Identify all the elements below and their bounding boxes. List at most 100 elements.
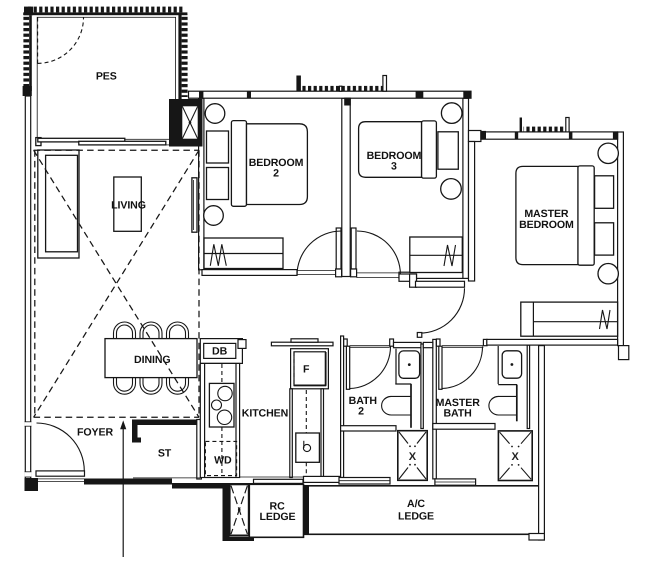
window-mullion	[415, 91, 424, 99]
dining-chair-inner	[142, 377, 160, 392]
bedroom3-right-wall	[462, 97, 470, 280]
master-wardrobe	[520, 301, 619, 337]
shaft-corner-tick	[416, 467, 427, 480]
master-side-table	[593, 222, 615, 256]
bedroom3-wardrobe-symbol	[443, 244, 457, 267]
master-bath-sink-drain	[510, 363, 514, 366]
store-room	[132, 418, 203, 480]
shaft-corner-tick	[499, 431, 511, 445]
master-bath	[432, 338, 531, 486]
window-mullion	[612, 131, 618, 140]
pes-right-comb-bar	[178, 12, 182, 99]
master-wardrobe-symbol	[598, 309, 611, 330]
room-label-masterbath-line1: MASTER	[436, 397, 481, 409]
shaft-dot	[517, 445, 520, 448]
rc-ledge-bottom-stub	[229, 536, 254, 541]
bath2-bottom-wall	[340, 425, 397, 432]
master-lamp	[597, 262, 620, 285]
master-bedroom-door	[398, 273, 466, 338]
master-bath-shaft	[497, 430, 533, 482]
left-exterior-wall	[24, 95, 32, 480]
dining-chair	[165, 321, 190, 339]
bedroom3-lamp	[440, 177, 462, 200]
room-label-bedroom2-line1: BEDROOM	[249, 157, 304, 169]
left-wall-joint-lower	[24, 471, 32, 478]
bedroom2-lamp	[203, 205, 224, 226]
master-bed	[515, 165, 579, 266]
room-label-dining: DINING	[134, 354, 170, 366]
bedroom-window-band	[187, 74, 472, 106]
bath2-window	[338, 476, 391, 485]
dining-chair	[112, 377, 137, 395]
dashed-zone-diagonal	[33, 149, 200, 418]
shaft-corner-tick	[499, 467, 511, 480]
exterior-walls	[24, 95, 259, 541]
room-label-master-line2: BEDROOM	[519, 219, 574, 231]
shaft-corner-tick	[398, 431, 409, 444]
bedroom3-door-swing-arc	[356, 230, 401, 275]
kitchen-shaft	[229, 483, 250, 537]
dining-chair-inner	[168, 324, 187, 339]
store-left-stub	[132, 425, 138, 443]
dining-chair	[139, 321, 163, 339]
bedroom3-door	[350, 227, 401, 278]
shaft-dot	[517, 464, 520, 466]
bedroom2-side-table	[205, 166, 230, 201]
bath2-door-hinge-cap	[343, 338, 348, 347]
right-exterior-wall	[537, 345, 545, 541]
label-washer-dryer: WD	[214, 454, 232, 466]
hob-burner	[216, 409, 233, 426]
labels: PES LIVING DINING FOYER KITCHEN ST BEDRO…	[77, 70, 574, 522]
bath-gap-wall	[422, 341, 434, 349]
dining-chair	[139, 377, 163, 395]
coffee-table	[113, 176, 142, 232]
room-label-master-line1: MASTER	[524, 208, 569, 220]
rc-ledge-left-wall	[222, 488, 230, 541]
shaft-dot	[409, 463, 411, 466]
bedroom3-door-hinge-cap	[350, 268, 358, 278]
kitchen-shaft-dot	[237, 508, 241, 512]
store-left-step	[137, 437, 141, 443]
kitchen-top-counter-bar2	[290, 338, 319, 343]
window-mullion	[514, 131, 519, 140]
divider-wall	[341, 97, 351, 278]
right-wall-bottom-stub	[528, 532, 545, 541]
foyer	[35, 420, 127, 557]
master-bath-bottom-wall	[432, 422, 496, 430]
master-right-wall-cap	[617, 345, 630, 361]
bedroom3-lamp	[440, 102, 463, 125]
db-box	[203, 342, 237, 359]
window-mullion	[463, 91, 471, 99]
entrance-door-leaf	[35, 470, 86, 477]
pes-left-comb-teeth	[23, 15, 30, 89]
bath2-door-swing-arc	[349, 346, 392, 390]
bath2-shaft-box	[396, 429, 428, 482]
dashed-zone-diagonal	[33, 149, 200, 418]
shaft-corner-tick	[416, 431, 427, 444]
hob-burner-small	[210, 399, 223, 411]
tv-console	[191, 177, 198, 233]
master-bath-door-leaf	[438, 345, 443, 390]
pes-comb-corner-topleft	[24, 6, 33, 16]
room-label-bedroom2-line2: 2	[273, 168, 279, 180]
trellis-tooth-hollow	[338, 85, 343, 92]
bath2-shaft	[396, 429, 428, 482]
kitchen-sink	[295, 432, 321, 463]
room-label-bath2-line1: BATH	[349, 395, 377, 407]
pes-area	[22, 6, 188, 147]
sofa-seat	[44, 154, 79, 253]
room-label-bedroom3-line1: BEDROOM	[367, 150, 422, 162]
master-bath-left-wall	[432, 338, 437, 480]
fridge-box-inner	[293, 351, 326, 387]
kitchen-island-left-edge	[289, 388, 293, 479]
bedroom3-side-table	[437, 131, 459, 170]
trellis-post	[296, 75, 301, 92]
label-ac-ledge-line1: A/C	[407, 498, 425, 510]
bedroom2-door-hinge-cap	[335, 268, 343, 278]
living-room	[37, 149, 198, 259]
bedroom3	[356, 97, 470, 280]
bottom-wall-foyer	[84, 478, 172, 485]
bedroom2-wardrobe-symbol	[209, 244, 227, 266]
bath2-left-wall	[340, 335, 345, 479]
